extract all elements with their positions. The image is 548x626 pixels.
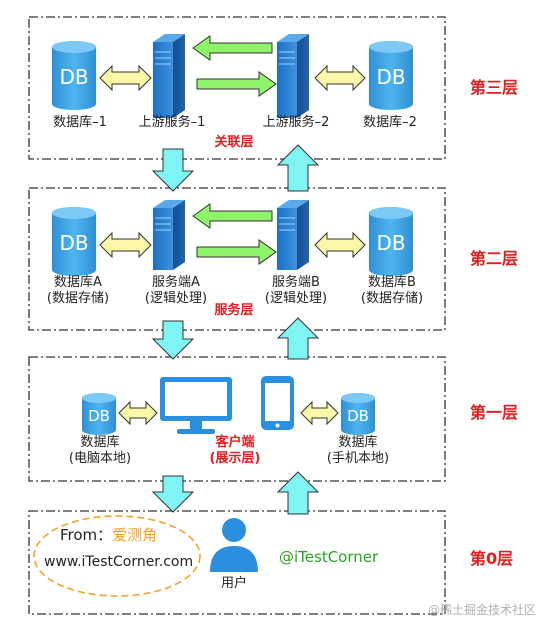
user-label: 用户 — [220, 576, 248, 591]
dbA-sublabel: (数据存储) — [46, 291, 110, 306]
svg-text:DB: DB — [59, 231, 88, 255]
double-arrow-icon — [118, 400, 158, 426]
server2-label: 上游服务–2 — [262, 115, 330, 130]
client-label: 客户端 — [215, 435, 255, 450]
layer2-frame — [28, 187, 446, 331]
double-arrow-icon — [99, 231, 152, 259]
dbA-label: 数据库A — [54, 275, 102, 290]
layer1-frame — [28, 356, 446, 482]
arrow-up-icon — [276, 317, 320, 360]
layer1-label: 第一层 — [470, 403, 519, 422]
layer0-frame — [28, 510, 446, 615]
layer2-caption: 服务层 — [214, 303, 254, 318]
database-icon: DB — [82, 393, 116, 435]
dbB-sublabel: (数据存储) — [360, 291, 424, 306]
arrow-up-icon — [276, 471, 320, 515]
db1-label: 数据库–1 — [53, 115, 107, 130]
layer3-caption: 关联层 — [214, 135, 254, 150]
user-icon — [210, 518, 258, 572]
server-icon — [277, 34, 309, 118]
arrow-left-icon — [192, 203, 273, 229]
arrow-left-icon — [192, 35, 273, 61]
watermark: @稀土掘金技术社区 — [428, 603, 537, 617]
arrow-right-icon — [196, 71, 277, 97]
serverA-sublabel: (逻辑处理) — [144, 291, 208, 306]
double-arrow-icon — [314, 231, 366, 259]
layer3-frame — [28, 16, 446, 160]
database-icon: DB — [52, 41, 96, 110]
database-icon: DB — [341, 393, 375, 435]
monitor-icon — [160, 377, 232, 434]
db-phone-label: 数据库 — [338, 435, 378, 450]
arrow-up-icon — [276, 144, 320, 192]
serverA-label: 服务端A — [152, 275, 200, 290]
svg-text:DB: DB — [347, 407, 369, 425]
from-text: From：爱测角 — [60, 526, 158, 544]
db-pc-label: 数据库 — [80, 435, 120, 450]
db2-label: 数据库–2 — [363, 115, 417, 130]
svg-text:DB: DB — [59, 65, 88, 89]
from-ellipse — [33, 515, 201, 597]
db-pc-sublabel: (电脑本地) — [68, 451, 132, 466]
site-url: www.iTestCorner.com — [44, 554, 194, 570]
layer0-label: 第0层 — [470, 549, 514, 568]
phone-icon — [261, 376, 294, 430]
svg-text:DB: DB — [376, 231, 405, 255]
database-icon: DB — [369, 41, 413, 110]
arrow-down-icon — [151, 320, 195, 360]
serverB-label: 服务端B — [272, 275, 320, 290]
from-name: 爱测角 — [112, 526, 158, 544]
double-arrow-icon — [300, 400, 339, 426]
from-label: From： — [60, 526, 113, 544]
server-icon — [153, 34, 185, 118]
double-arrow-icon — [99, 64, 152, 92]
layer2-label: 第二层 — [470, 249, 519, 268]
db-phone-sublabel: (手机本地) — [326, 451, 390, 466]
arrow-down-icon — [151, 148, 195, 192]
svg-text:DB: DB — [88, 407, 110, 425]
server-icon — [277, 200, 309, 270]
dbB-label: 数据库B — [368, 275, 416, 290]
server1-label: 上游服务–1 — [138, 115, 206, 130]
svg-text:DB: DB — [376, 65, 405, 89]
double-arrow-icon — [314, 64, 366, 92]
client-sublabel: (展示层) — [209, 451, 261, 466]
database-icon: DB — [52, 207, 96, 276]
arrow-down-icon — [151, 475, 195, 513]
handle-text: @iTestCorner — [279, 548, 379, 566]
layer3-label: 第三层 — [470, 78, 519, 97]
arrow-right-icon — [196, 239, 277, 265]
database-icon: DB — [369, 207, 413, 276]
serverB-sublabel: (逻辑处理) — [264, 291, 328, 306]
server-icon — [153, 200, 185, 270]
